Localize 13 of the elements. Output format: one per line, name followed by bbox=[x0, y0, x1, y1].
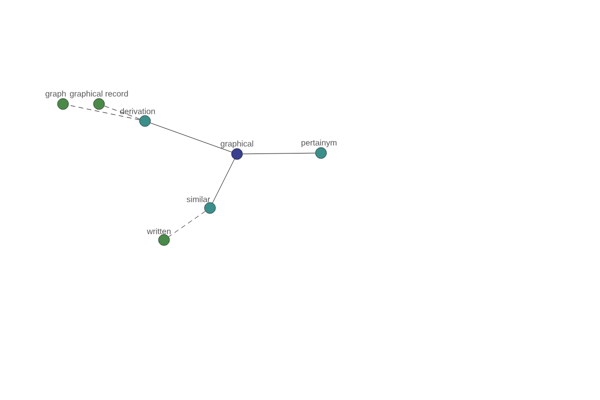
dashed-line bbox=[104, 106, 140, 120]
node-label: graphical bbox=[220, 140, 254, 148]
node-label: pertainym bbox=[302, 140, 336, 148]
node-label: graphical record bbox=[70, 90, 128, 98]
line bbox=[242, 152, 316, 154]
dashed-line bbox=[68, 104, 140, 120]
dashed-line bbox=[168, 211, 206, 237]
node-label: graph bbox=[46, 90, 66, 98]
node-label: similar bbox=[186, 196, 210, 202]
node-label: derivation bbox=[120, 108, 155, 114]
line bbox=[212, 158, 235, 204]
line bbox=[150, 122, 232, 152]
node-label: written bbox=[146, 228, 171, 234]
